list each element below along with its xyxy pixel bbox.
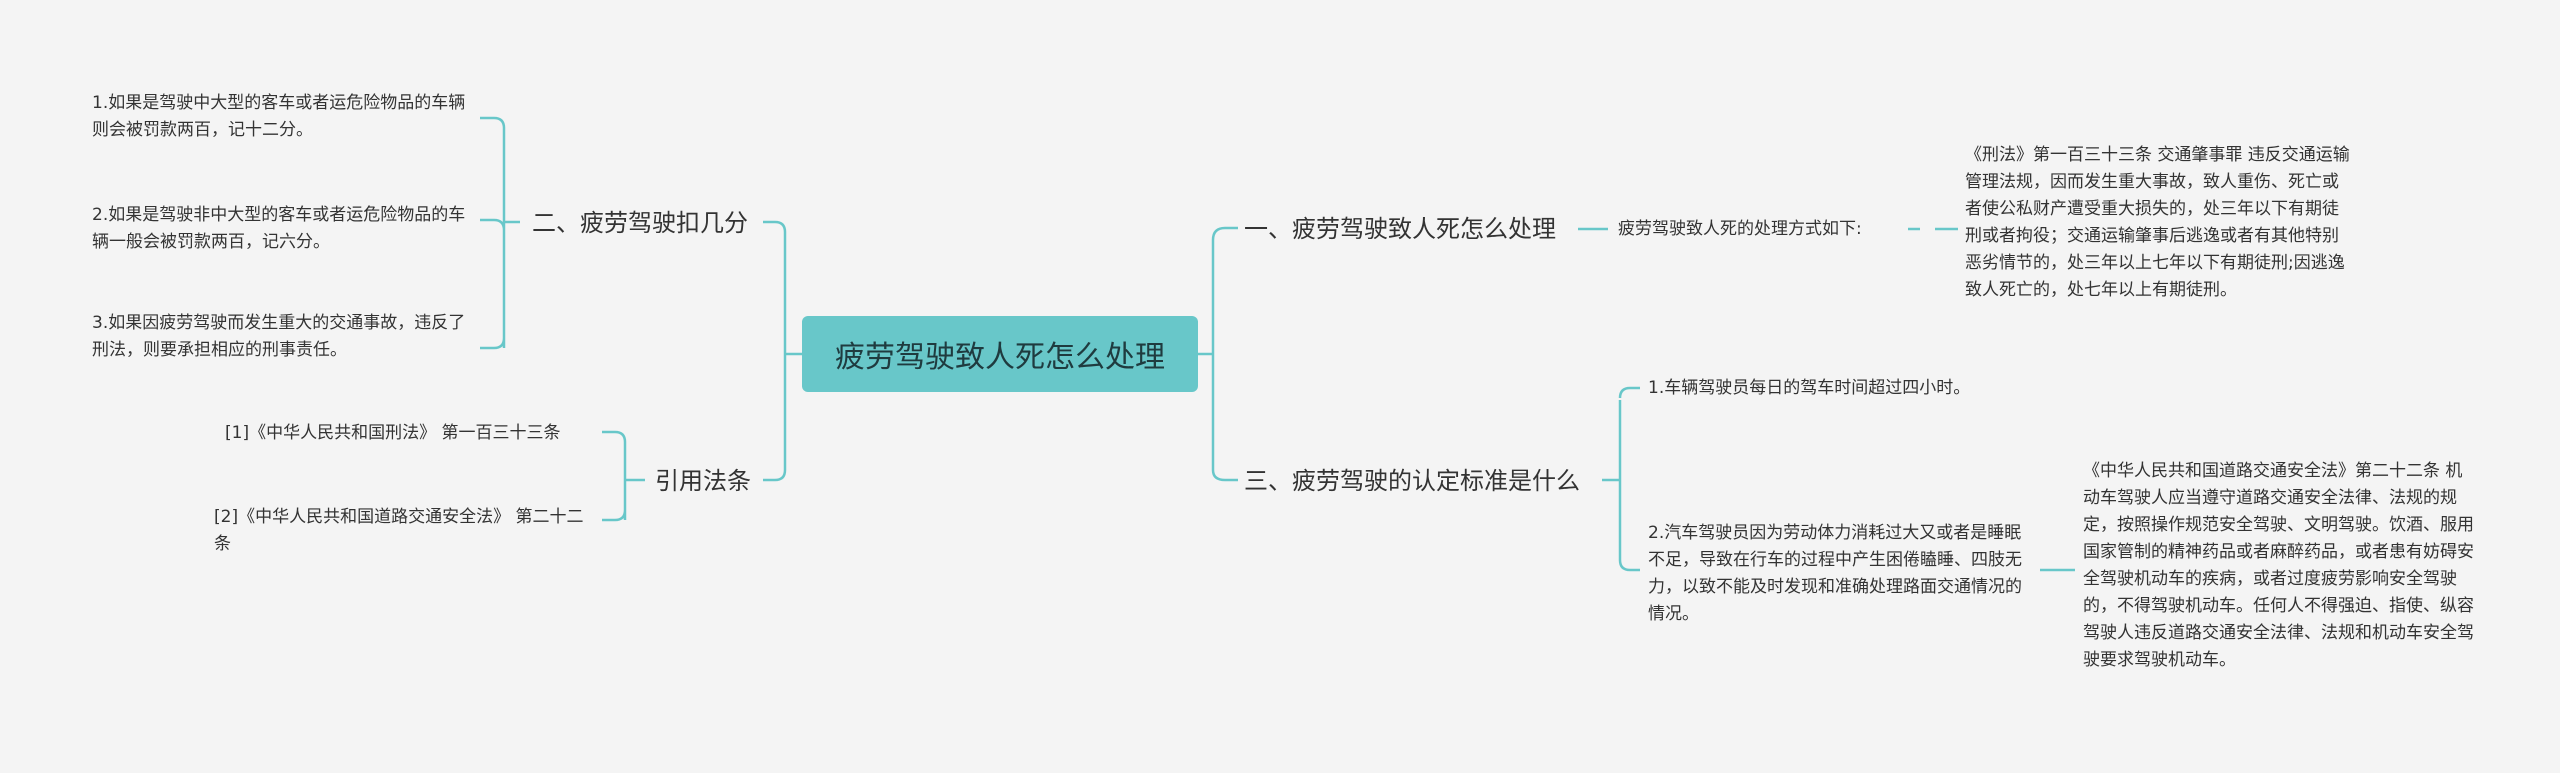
criteria-detail: 《中华人民共和国道路交通安全法》第二十二条 机动车驾驶人应当遵守道路交通安全法律… bbox=[2083, 461, 2474, 670]
law-item-1: [1]《中华人民共和国刑法》 第一百三十三条 bbox=[225, 423, 561, 443]
criteria-item-2: 2.汽车驾驶员因为劳动体力消耗过大又或者是睡眠不足，导致在行车的过程中产生困倦瞌… bbox=[1648, 523, 2022, 624]
connector-criteria bbox=[1602, 386, 1640, 572]
connector-deduction bbox=[480, 116, 520, 350]
topic-criteria[interactable]: 三、疲劳驾驶的认定标准是什么 bbox=[1244, 467, 1580, 495]
law-item-2: [2]《中华人民共和国道路交通安全法》 第二十二条 bbox=[214, 507, 584, 554]
root-topic[interactable]: 疲劳驾驶致人死怎么处理 bbox=[802, 316, 1198, 392]
topic-deduction[interactable]: 二、疲劳驾驶扣几分 bbox=[532, 209, 748, 237]
topic-law[interactable]: 引用法条 bbox=[655, 467, 751, 495]
connector-root-right bbox=[1198, 226, 1238, 482]
criteria-item-1: 1.车辆驾驶员每日的驾车时间超过四小时。 bbox=[1648, 378, 1971, 398]
connector-root-left bbox=[763, 220, 802, 482]
deduction-item-3: 3.如果因疲劳驾驶而发生重大的交通事故，违反了刑法，则要承担相应的刑事责任。 bbox=[92, 313, 466, 360]
handling-sub: 疲劳驾驶致人死的处理方式如下: bbox=[1618, 219, 1862, 239]
deduction-item-2: 2.如果是驾驶非中大型的客车或者运危险物品的车辆一般会被罚款两百，记六分。 bbox=[92, 205, 466, 252]
topic-handling[interactable]: 一、疲劳驾驶致人死怎么处理 bbox=[1244, 215, 1556, 243]
handling-detail: 《刑法》第一百三十三条 交通肇事罪 违反交通运输管理法规，因而发生重大事故，致人… bbox=[1965, 145, 2350, 300]
deduction-item-1: 1.如果是驾驶中大型的客车或者运危险物品的车辆则会被罚款两百，记十二分。 bbox=[92, 93, 466, 140]
connector-law bbox=[602, 430, 645, 522]
